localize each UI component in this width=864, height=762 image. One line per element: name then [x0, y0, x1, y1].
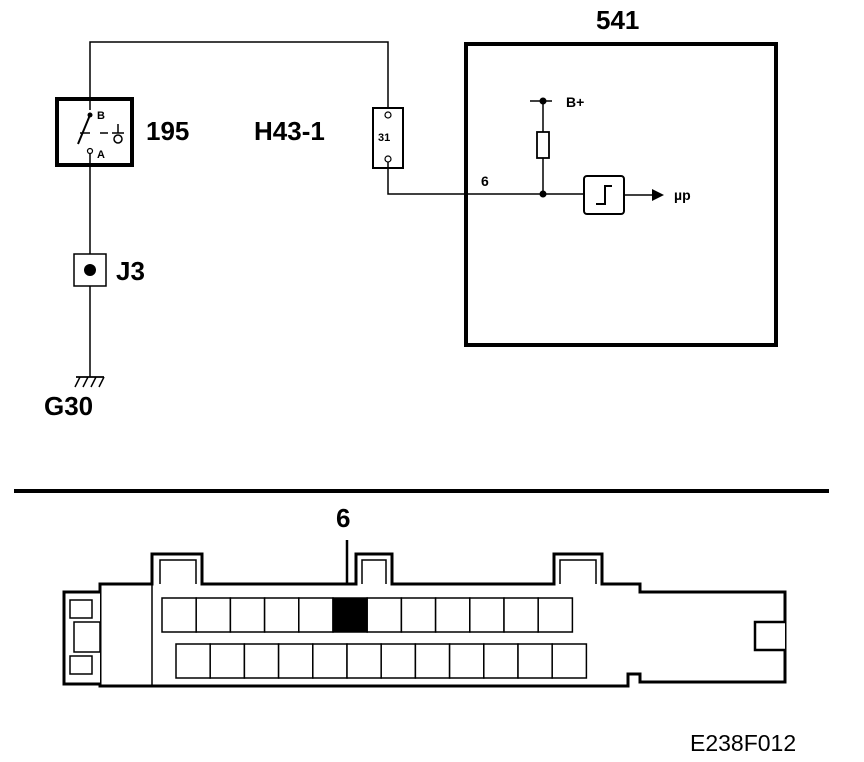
ground-label: G30 — [44, 391, 93, 421]
output-arrow-icon — [652, 189, 664, 201]
pin-cavity — [195, 597, 232, 633]
switch-actuator-icon — [113, 134, 123, 144]
pin-row-bottom — [175, 643, 588, 679]
pin-cavity — [448, 643, 485, 679]
pin-cavity — [483, 643, 519, 679]
supply-label: B+ — [566, 94, 584, 110]
switch-contact-lever — [77, 114, 91, 145]
pin-cavity — [161, 597, 197, 633]
pin-cavity — [346, 643, 382, 679]
pin-cavity — [434, 597, 471, 633]
switch-label: 195 — [146, 116, 189, 146]
module-label: 541 — [596, 5, 639, 35]
micro-label: µp — [674, 187, 691, 203]
connector-pin-label: 31 — [378, 132, 390, 144]
junction-node — [539, 190, 547, 198]
pin-cavity — [380, 643, 417, 679]
pin-cavity-highlighted — [332, 597, 368, 633]
pin-cavity — [366, 597, 403, 633]
ground-point-j3-dot — [84, 264, 96, 276]
pin-cavity — [400, 597, 437, 633]
pin-row-top — [161, 597, 574, 633]
pin-cavity — [229, 597, 266, 633]
highlight-pin-label: 6 — [336, 503, 350, 533]
wire-connector-to-module — [387, 162, 584, 195]
figure-code: E238F012 — [690, 730, 796, 756]
pin-cavity — [209, 643, 246, 679]
pin-cavity — [537, 597, 574, 633]
connector-latch-left — [62, 590, 100, 686]
switch-195-box — [55, 97, 134, 167]
pin-cavity — [503, 597, 539, 633]
resistor-icon — [536, 131, 550, 159]
pin-cavity — [312, 643, 348, 679]
module-pin-label: 6 — [481, 173, 489, 189]
pin-cavity — [469, 597, 505, 633]
switch-pin-a-label: A — [97, 149, 105, 161]
switch-pin-b-label: B — [97, 110, 105, 122]
pin-cavity — [263, 597, 300, 633]
ground-point-label: J3 — [116, 256, 145, 286]
pin-cavity — [517, 643, 553, 679]
module-541-box — [464, 42, 778, 347]
pin-cavity — [175, 643, 211, 679]
pin-cavity — [414, 643, 451, 679]
pin-cavity — [298, 597, 334, 633]
switch-pin-a-dot — [86, 147, 94, 155]
pin-cavity — [551, 643, 588, 679]
pin-cavity — [243, 643, 280, 679]
pin-cavity — [277, 643, 314, 679]
connector-label: H43-1 — [254, 116, 325, 146]
wire-switch-to-connector — [89, 41, 389, 110]
